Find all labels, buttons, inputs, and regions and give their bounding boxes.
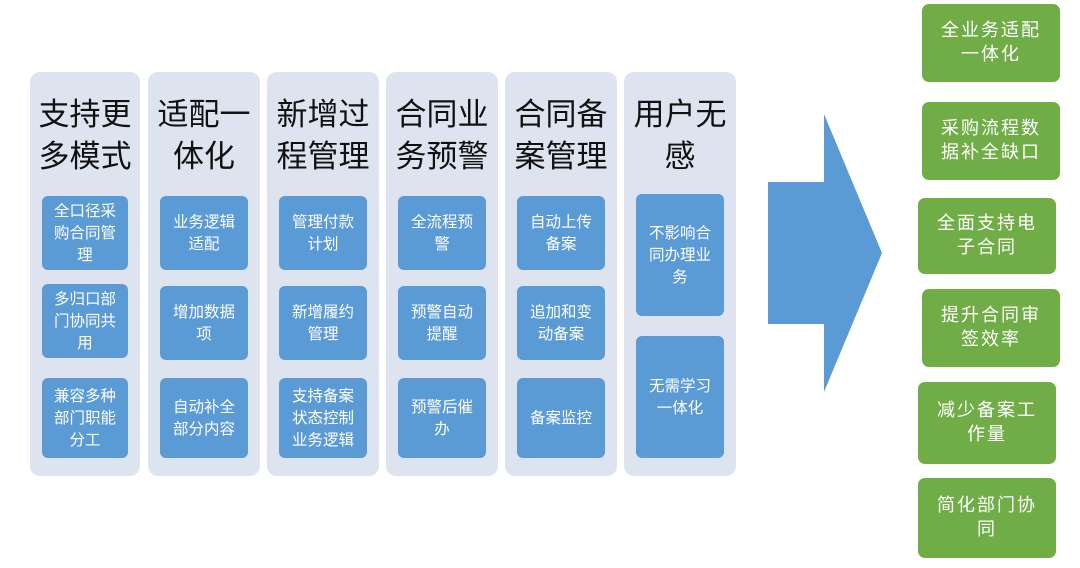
column-user-seamless: 用户无感 不影响合同办理业务 无需学习一体化 xyxy=(624,72,736,476)
sub-box: 预警后催办 xyxy=(398,378,486,458)
result-box: 提升合同审签效率 xyxy=(922,289,1060,367)
sub-box: 多归口部门协同共用 xyxy=(42,284,128,358)
sub-box: 无需学习一体化 xyxy=(636,336,724,458)
sub-box: 预警自动提醒 xyxy=(398,286,486,360)
column-support-more-modes: 支持更多模式 全口径采购合同管理 多归口部门协同共用 兼容多种部门职能分工 xyxy=(30,72,140,476)
sub-box: 增加数据项 xyxy=(160,286,248,360)
column-title: 合同备案管理 xyxy=(514,97,608,175)
sub-box: 兼容多种部门职能分工 xyxy=(42,378,128,458)
sub-box: 全流程预警 xyxy=(398,196,486,270)
column-adapt-integration: 适配一体化 业务逻辑适配 增加数据项 自动补全部分内容 xyxy=(148,72,260,476)
column-contract-filing: 合同备案管理 自动上传备案 追加和变动备案 备案监控 xyxy=(505,72,617,476)
sub-box: 不影响合同办理业务 xyxy=(636,194,724,316)
result-box: 全面支持电子合同 xyxy=(918,198,1056,274)
column-title: 适配一体化 xyxy=(157,97,251,175)
column-title: 新增过程管理 xyxy=(276,97,370,175)
column-title: 合同业务预警 xyxy=(395,97,489,175)
result-box: 采购流程数据补全缺口 xyxy=(922,102,1060,180)
sub-box: 新增履约管理 xyxy=(279,286,367,360)
sub-box: 管理付款计划 xyxy=(279,196,367,270)
sub-box: 业务逻辑适配 xyxy=(160,196,248,270)
sub-box: 自动补全部分内容 xyxy=(160,378,248,458)
right-arrow-icon xyxy=(768,114,882,392)
sub-box: 备案监控 xyxy=(517,378,605,458)
column-process-management: 新增过程管理 管理付款计划 新增履约管理 支持备案状态控制业务逻辑 xyxy=(267,72,379,476)
sub-box: 自动上传备案 xyxy=(517,196,605,270)
sub-box: 支持备案状态控制业务逻辑 xyxy=(279,378,367,458)
column-title: 用户无感 xyxy=(633,97,727,175)
result-box: 简化部门协同 xyxy=(918,478,1056,558)
sub-box: 追加和变动备案 xyxy=(517,286,605,360)
result-box: 全业务适配一体化 xyxy=(922,4,1060,82)
column-title: 支持更多模式 xyxy=(38,97,132,175)
result-box: 减少备案工作量 xyxy=(918,382,1056,464)
column-contract-warning: 合同业务预警 全流程预警 预警自动提醒 预警后催办 xyxy=(386,72,498,476)
sub-box: 全口径采购合同管理 xyxy=(42,196,128,270)
